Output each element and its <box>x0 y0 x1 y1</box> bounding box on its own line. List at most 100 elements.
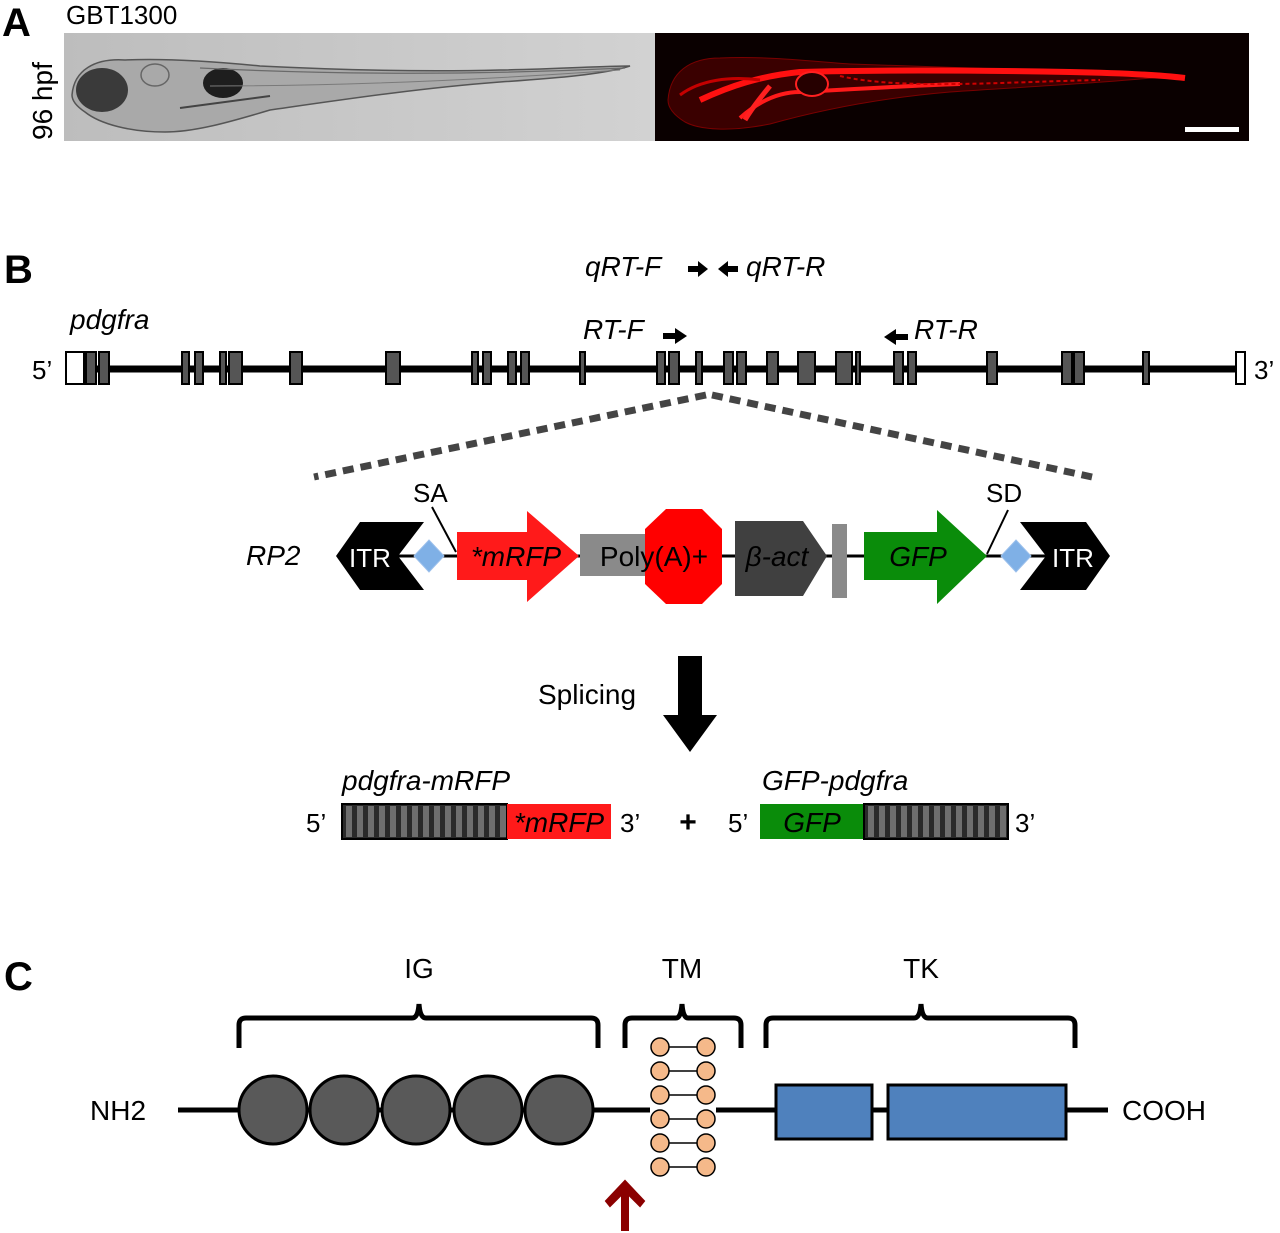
bact-label: β-act <box>745 541 810 572</box>
rt-r-label: RT-R <box>914 314 978 345</box>
product-right-exon-strip <box>863 803 1009 840</box>
exon-stripe <box>434 806 440 837</box>
sd-label: SD <box>986 478 1022 508</box>
tk-domain-label: TK <box>903 953 939 984</box>
gene-three-prime: 3’ <box>1254 355 1274 385</box>
spacer-bar <box>832 524 847 598</box>
exon-stripe <box>1000 806 1006 837</box>
tk-domain-2 <box>886 1083 1068 1141</box>
brightfield-image <box>64 33 655 141</box>
exon <box>766 351 779 385</box>
insertion-dash-right <box>711 391 1093 481</box>
exon <box>520 351 530 385</box>
exon-stripe <box>978 806 984 837</box>
lox-left-icon <box>413 539 445 573</box>
exon <box>385 351 401 385</box>
construct-name: RP2 <box>246 540 301 571</box>
exon <box>656 351 666 385</box>
utr-5 <box>65 351 85 385</box>
exon <box>1073 351 1085 385</box>
exon <box>289 351 303 385</box>
exon-stripe <box>923 806 929 837</box>
insertion-site-arrow-icon <box>604 1179 646 1231</box>
panel-b-letter: B <box>4 248 33 292</box>
gene-five-prime: 5’ <box>32 355 52 385</box>
exon-stripe <box>989 806 995 837</box>
product-right-name: GFP-pdgfra <box>762 765 908 796</box>
ig-domain <box>308 1074 380 1146</box>
exon-stripe <box>901 806 907 837</box>
exon-stripe <box>368 806 374 837</box>
exon <box>835 351 853 385</box>
lipid-head <box>650 1109 670 1129</box>
lipid-bilayer <box>650 1037 716 1177</box>
stage-label: 96 hpf <box>27 62 58 140</box>
exon-stripe <box>956 806 962 837</box>
product-left-mrfp-box <box>507 804 611 839</box>
exon-stripe <box>401 806 407 837</box>
exon <box>98 351 110 385</box>
exon-stripe <box>445 806 451 837</box>
exon <box>695 351 703 385</box>
utr-3 <box>1235 351 1246 385</box>
tk-bracket <box>763 1003 1078 1048</box>
splicing-label: Splicing <box>538 679 636 710</box>
exon <box>907 351 917 385</box>
product-left-three-prime: 3’ <box>620 808 640 838</box>
product-left-five-prime: 5’ <box>306 808 326 838</box>
exon <box>1061 351 1073 385</box>
exon-stripe <box>379 806 385 837</box>
mrfp-arrow <box>457 511 579 602</box>
exon-stripe <box>934 806 940 837</box>
lipid-head <box>696 1133 716 1153</box>
lipid-head <box>650 1085 670 1105</box>
ig-domain-label: IG <box>404 953 434 984</box>
strain-label: GBT1300 <box>66 0 177 30</box>
panel-b: B qRT-F qRT-R pdgfra RT-F RT-R 5’ 3’ RP2… <box>4 248 1274 840</box>
ig-domain <box>452 1074 524 1146</box>
ig-bracket <box>236 1003 601 1048</box>
exon-stripe <box>456 806 462 837</box>
exon-stripe <box>890 806 896 837</box>
polya-label: Poly(A)+ <box>600 541 708 572</box>
rt-r-arrow-icon <box>884 329 908 345</box>
exon <box>668 351 680 385</box>
lox-right-icon <box>1000 539 1032 573</box>
exon-stripe <box>346 806 352 837</box>
exon-group <box>85 351 1150 385</box>
exon-stripe <box>868 806 874 837</box>
exon <box>986 351 998 385</box>
lipid-head <box>696 1085 716 1105</box>
exon <box>507 351 517 385</box>
nh2-label: NH2 <box>90 1095 146 1126</box>
panel-c: C IG TM TK NH2 COOH <box>4 953 1206 1231</box>
exon <box>482 351 492 385</box>
lipid-head <box>650 1157 670 1177</box>
exon <box>797 351 816 385</box>
gene-label: pdgfra <box>69 304 149 335</box>
exon-stripe <box>912 806 918 837</box>
gfp-arrow <box>864 510 987 604</box>
cooh-label: COOH <box>1122 1095 1206 1126</box>
mrfp-label: *mRFP <box>471 541 562 572</box>
exon <box>893 351 904 385</box>
exon-stripe <box>879 806 885 837</box>
ig-domain <box>523 1074 595 1146</box>
bact-promoter <box>735 521 827 596</box>
sa-pointer <box>431 506 457 553</box>
itr-right-icon <box>1020 522 1110 590</box>
lipid-head <box>696 1061 716 1081</box>
exon-stripe <box>489 806 495 837</box>
qrt-r-arrow-icon <box>718 261 738 277</box>
exon <box>855 351 861 385</box>
product-left-mrfp-label: *mRFP <box>514 807 605 838</box>
exon-stripe <box>390 806 396 837</box>
exon <box>1142 351 1150 385</box>
polya-box <box>580 534 648 576</box>
tm-domain-label: TM <box>662 953 702 984</box>
exon-stripe <box>423 806 429 837</box>
exon-stripe <box>500 806 506 837</box>
qrt-f-label: qRT-F <box>585 251 663 282</box>
splicing-arrow-icon <box>663 656 717 752</box>
